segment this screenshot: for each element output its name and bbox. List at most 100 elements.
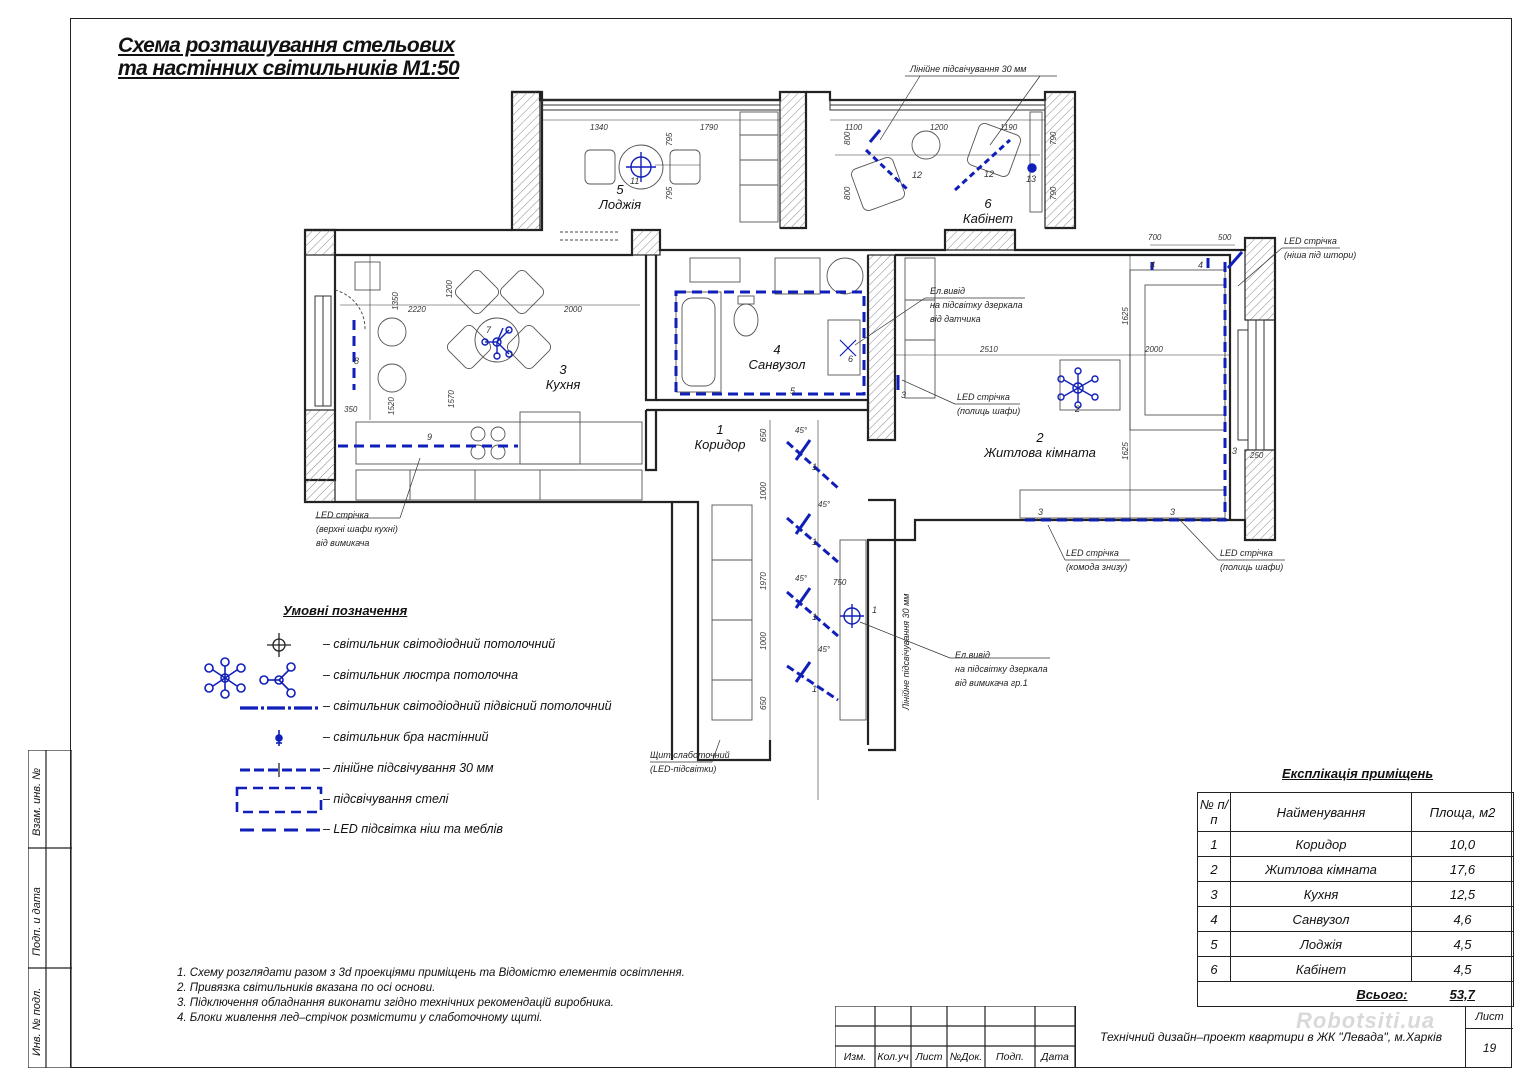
title-block-grid	[835, 1006, 1075, 1068]
svg-text:1: 1	[872, 605, 877, 615]
stamp-col-list: Лист	[915, 1051, 943, 1063]
masonry-hatch	[304, 91, 1276, 541]
svg-text:250: 250	[1249, 451, 1264, 460]
svg-text:3: 3	[1232, 446, 1237, 456]
svg-text:790: 790	[1049, 186, 1058, 200]
side-stamp-sign: Подп. и дата	[31, 887, 43, 956]
drawing-title: Схема розташування стельових та настінни…	[118, 34, 460, 80]
annotation-linear-light-corridor: Лінійне підсвічування 30 мм	[901, 593, 911, 710]
svg-text:9: 9	[427, 432, 432, 442]
legend-item-wall-sconce: – світильник бра настінний	[323, 730, 489, 744]
svg-text:1200: 1200	[445, 280, 454, 298]
general-notes: 1. Схему розглядати разом з 3d проекціям…	[177, 966, 685, 1026]
svg-text:11: 11	[630, 176, 639, 186]
led-ceiling-icon	[267, 633, 291, 657]
svg-text:1: 1	[812, 684, 817, 694]
led-ceiling-lights	[626, 152, 1037, 628]
svg-text:1: 1	[812, 537, 817, 547]
stamp-col-doc: №Док.	[949, 1051, 983, 1063]
svg-text:3: 3	[901, 390, 906, 400]
annotation-led-kitchen-cabinets: LED стрічка(верхні шафи кухні)від вимика…	[316, 510, 398, 548]
svg-text:1000: 1000	[759, 632, 768, 650]
col-header-num: № п/п	[1197, 792, 1231, 832]
svg-text:1970: 1970	[759, 572, 768, 590]
svg-text:1350: 1350	[391, 292, 400, 310]
svg-text:3: 3	[1038, 507, 1043, 517]
svg-text:750: 750	[833, 578, 847, 587]
annotation-led-dresser: LED стрічка(комода знизу)	[1066, 548, 1128, 572]
svg-text:350: 350	[344, 405, 358, 414]
svg-text:1200: 1200	[930, 123, 948, 132]
wall-sconce-icon	[275, 730, 283, 746]
svg-text:1100: 1100	[845, 123, 863, 132]
svg-text:1: 1	[812, 462, 817, 472]
annotation-leaders	[315, 75, 1340, 763]
col-header-name: Найменування	[1230, 792, 1412, 832]
svg-text:1520: 1520	[387, 397, 396, 415]
linear-light-icon	[240, 763, 320, 777]
chandelier-icon	[204, 657, 246, 699]
title-block: Изм. Кол.уч Лист №Док. Подп. Дата Техніч…	[835, 1006, 1513, 1068]
windows	[314, 99, 1265, 451]
project-subject: Технічний дизайн–проект квартири в ЖК "Л…	[1075, 1006, 1466, 1068]
explication-title: Експлікація приміщень	[1282, 766, 1434, 781]
svg-text:2510: 2510	[979, 345, 998, 354]
svg-text:2000: 2000	[1144, 345, 1163, 354]
svg-text:790: 790	[1049, 131, 1058, 145]
svg-text:2000: 2000	[563, 305, 582, 314]
svg-text:795: 795	[665, 186, 674, 200]
svg-text:800: 800	[843, 186, 852, 200]
svg-text:7: 7	[486, 325, 492, 335]
bath-ceiling-backlight	[674, 290, 866, 396]
chandeliers	[481, 326, 1099, 409]
svg-text:1000: 1000	[759, 482, 768, 500]
corridor-linear-lights	[785, 439, 840, 702]
svg-text:2220: 2220	[407, 305, 426, 314]
stamp-col-koluch: Кол.уч	[877, 1051, 909, 1063]
dimension-lines	[340, 119, 1235, 800]
sheet-number-box: Лист 19	[1465, 1006, 1513, 1068]
svg-text:1570: 1570	[447, 390, 456, 408]
legend-item-chandelier: – світильник люстра потолочна	[323, 668, 519, 682]
legend-item-pendant-led: – світильник світодіодний підвісний пото…	[323, 699, 612, 713]
svg-text:2: 2	[1074, 404, 1080, 414]
lighting-elements	[338, 129, 1244, 702]
total-label: Всього:	[1230, 981, 1412, 1007]
dimension-labels: 1340 1790 1100 1200 1190 700 500 2220 12…	[344, 123, 1264, 710]
svg-text:12: 12	[984, 169, 994, 179]
svg-text:795: 795	[665, 132, 674, 146]
doors	[334, 231, 620, 331]
svg-text:12: 12	[912, 170, 922, 180]
stamp-col-date: Дата	[1041, 1051, 1069, 1063]
total-value: 53,7	[1411, 981, 1514, 1007]
svg-text:1190: 1190	[1000, 123, 1018, 132]
legend-item-ceiling-backlight: – підсвічування стелі	[323, 792, 449, 806]
note-line: 2. Привязка світильників вказана по осі …	[177, 982, 436, 994]
annotation-linear-light-cabinet: Лінійне підсвічування 30 мм	[910, 64, 1027, 74]
svg-text:650: 650	[759, 428, 768, 442]
svg-text:8: 8	[354, 356, 359, 366]
note-line: 3. Підключення обладнання виконати згідн…	[177, 997, 614, 1009]
svg-text:45°: 45°	[795, 574, 808, 583]
watermark: Robotsiti.ua	[1296, 1008, 1436, 1033]
stamp-col-sign: Подп.	[996, 1051, 1024, 1063]
legend-item-led-ceiling: – світильник світодіодний потолочний	[323, 637, 556, 651]
svg-text:45°: 45°	[818, 645, 831, 654]
svg-text:4: 4	[1150, 260, 1155, 270]
svg-text:4: 4	[1198, 260, 1203, 270]
svg-text:45°: 45°	[818, 500, 831, 509]
svg-text:13: 13	[1026, 174, 1036, 184]
annotation-led-shelves-living: LED стрічка(полиць шафи)	[1220, 548, 1284, 572]
